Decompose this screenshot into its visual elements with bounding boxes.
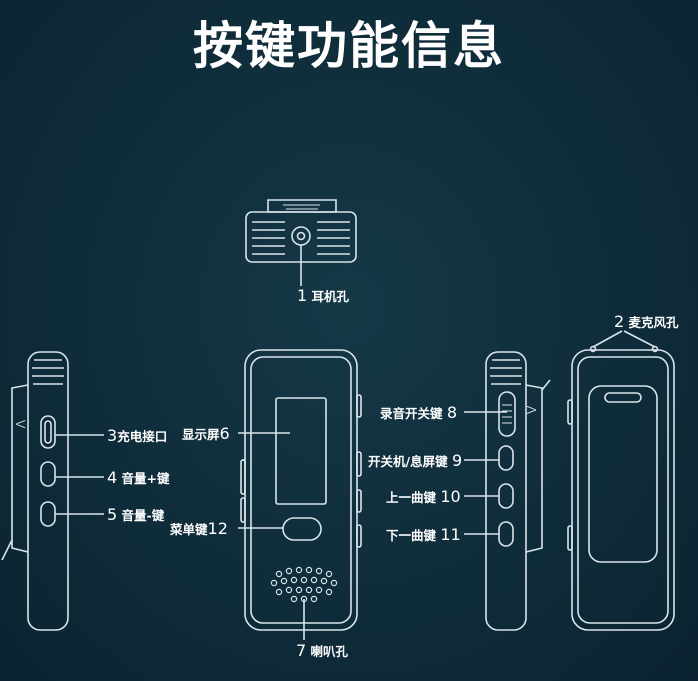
label-charging-port: 3充电接口 [107,426,168,445]
next-track-button [498,521,514,547]
microphone-hole-right [651,345,659,353]
record-switch [498,391,516,437]
front-view-device [238,349,362,640]
page-title: 按键功能信息 [193,17,505,75]
label-speaker: 7 喇叭孔 [296,641,349,660]
label-previous-track: 上一曲键 10 [386,487,461,506]
label-volume-down: 5 音量-键 [107,505,165,524]
label-volume-up: 4 音量+键 [107,468,170,487]
label-menu-button: 菜单键12 [170,519,228,538]
back-view-device [567,330,675,631]
charging-port [40,415,56,449]
volume-up-button [40,461,56,487]
label-headphone-jack: 1 耳机孔 [297,286,350,305]
right-side-view-device: ⋁ [464,351,551,631]
speaker-grille [270,566,338,603]
headphone-jack [291,226,311,246]
microphone-hole-left [589,345,597,353]
label-record-switch: 录音开关键 8 [380,403,458,422]
left-side-view-device: ⋁ [1,351,104,631]
volume-down-button [40,501,56,527]
display-screen [275,397,327,505]
menu-button [282,517,322,541]
label-microphone: 2 麦克风孔 [614,312,679,331]
label-display-screen: 显示屏6 [182,424,230,443]
svg-text:⋁: ⋁ [15,419,26,429]
top-view-device [245,199,357,286]
label-power-button: 开关机/息屏键 9 [368,451,463,470]
back-clip-panel [588,385,658,563]
label-next-track: 下一曲键 11 [386,525,461,544]
svg-text:⋁: ⋁ [526,405,537,415]
previous-track-button [498,483,514,509]
power-button [498,445,514,471]
